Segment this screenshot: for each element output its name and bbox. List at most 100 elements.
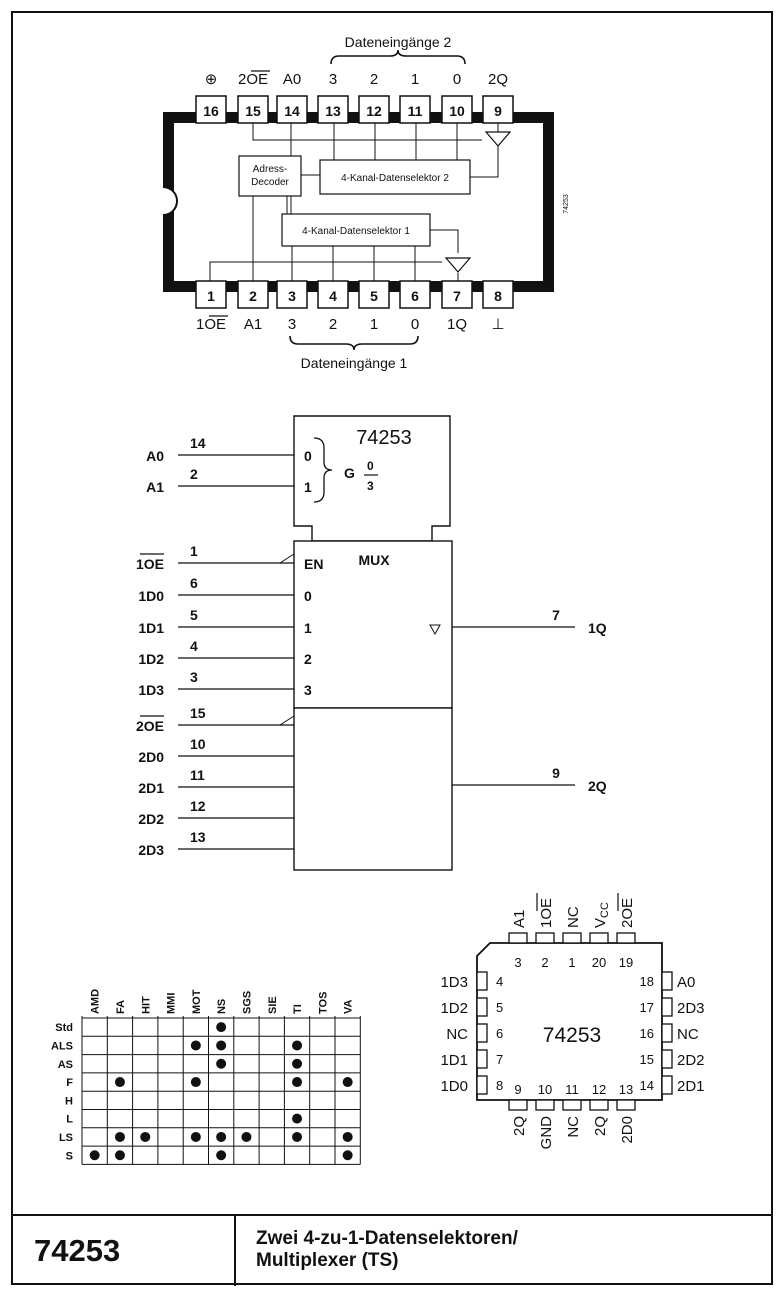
- decoder-label-line1: Adress-: [253, 164, 287, 175]
- plcc-pin: [616, 1099, 636, 1111]
- dip-pin-number: 9: [494, 103, 502, 119]
- input-index: 0: [304, 448, 312, 464]
- plcc-pin-number: 1: [568, 955, 575, 970]
- plcc-pin: [616, 932, 636, 944]
- input-name-2d0: 2D0: [138, 749, 164, 765]
- plcc-pin: [508, 1099, 528, 1111]
- manufacturer-ns: NS: [216, 999, 228, 1014]
- input-name-2d2: 2D2: [138, 811, 164, 827]
- output-pin-number: 9: [552, 765, 560, 781]
- plcc-pin: [476, 1049, 488, 1069]
- top-group-label: Dateneingänge 2: [345, 34, 452, 50]
- availability-dot: [292, 1077, 303, 1088]
- dip-pin-8: [482, 280, 514, 309]
- manufacturer-mot: MOT: [191, 989, 203, 1014]
- dip-pin-label: 1: [370, 316, 378, 333]
- dip-pin-number: 12: [366, 103, 382, 119]
- bottom-group-brace: [289, 335, 419, 351]
- availability-dot: [89, 1150, 100, 1161]
- dip-pin-number: 15: [245, 103, 261, 119]
- dip-pin-number: 1: [207, 288, 215, 304]
- footer-bar: 74253 Zwei 4-zu-1-Datenselektoren/ Multi…: [12, 1214, 772, 1286]
- dip-pin-label: ⊕: [205, 71, 218, 88]
- plcc-pin: [476, 997, 488, 1017]
- input-index: 0: [304, 588, 312, 604]
- plcc-top-pin-label: NC: [565, 906, 582, 928]
- dip-pin-number: 5: [370, 288, 378, 304]
- plcc-top-pin-label: 2OE: [619, 898, 636, 928]
- input-pin-number: 2: [190, 466, 198, 482]
- logic-symbol: 74253 G 0 3 MUX A0140A1211OE1EN1D0601D15…: [136, 415, 607, 871]
- availability-dot: [190, 1040, 201, 1051]
- plcc-pin-number: 8: [496, 1078, 503, 1093]
- dip-pin-number: 7: [453, 288, 461, 304]
- plcc-pin: [661, 1049, 673, 1069]
- dip-pin-13: [317, 95, 349, 124]
- plcc-pin-number: 10: [538, 1082, 552, 1097]
- plcc-right-pin-label: 2D1: [677, 1078, 705, 1095]
- dip-pin-number: 8: [494, 288, 502, 304]
- availability-dot: [216, 1131, 227, 1142]
- g-fraction-top: 0: [367, 459, 374, 473]
- availability-dot: [342, 1150, 353, 1161]
- plcc-pin: [562, 932, 582, 944]
- dip-pin-label: 2OE: [238, 71, 268, 88]
- input-name-1d3: 1D3: [138, 682, 164, 698]
- input-name-1d1: 1D1: [138, 620, 164, 636]
- availability-dot: [216, 1150, 227, 1161]
- dip-pin-number: 4: [329, 288, 337, 304]
- availability-dot: [216, 1022, 227, 1033]
- plcc-pin: [589, 932, 609, 944]
- dip-pin-10: [441, 95, 473, 124]
- dip-pin-5: [358, 280, 390, 309]
- decoder-label-line2: Decoder: [251, 177, 289, 188]
- input-index: EN: [304, 556, 323, 572]
- family-as: AS: [58, 1059, 73, 1071]
- plcc-pin-number: 9: [514, 1082, 521, 1097]
- plcc-pin-number: 19: [619, 955, 633, 970]
- dip-pin-16: [195, 95, 227, 124]
- dip-pin-4: [317, 280, 349, 309]
- dip-pin-number: 10: [449, 103, 465, 119]
- dip-pin-label: A0: [283, 71, 301, 88]
- plcc-pin: [661, 997, 673, 1017]
- dip-pin-label: 0: [411, 316, 419, 333]
- dip-pin-9: [482, 95, 514, 124]
- dip-pin-number: 11: [408, 103, 423, 119]
- dip-pin-label: 2: [329, 316, 337, 333]
- plcc-left-pin-label: 1D0: [440, 1078, 468, 1095]
- plcc-pin-number: 15: [640, 1052, 654, 1067]
- output-buffer-1: [444, 257, 472, 273]
- output-name-2q: 2Q: [588, 778, 607, 794]
- plcc-pin: [661, 1075, 673, 1095]
- family-std: Std: [55, 1022, 73, 1034]
- dip-pin-number: 6: [411, 288, 419, 304]
- plcc-pin: [661, 971, 673, 991]
- chip-id-vertical: 74253: [563, 194, 570, 214]
- input-pin-number: 14: [190, 435, 206, 451]
- plcc-pin: [661, 1023, 673, 1043]
- manufacturer-amd: AMD: [90, 989, 102, 1014]
- plcc-left-pin-label: 1D2: [440, 1000, 468, 1017]
- logic-symbol-signals: A0140A1211OE1EN1D0601D1511D2421D3332OE15…: [136, 435, 607, 858]
- plcc-bottom-pin-label: GND: [538, 1116, 555, 1150]
- footer-title-line1: Zwei 4-zu-1-Datenselektoren/: [256, 1228, 518, 1249]
- dip-pin-label: ⊥: [491, 316, 504, 333]
- availability-dot: [292, 1058, 303, 1069]
- plcc-pin: [508, 932, 528, 944]
- dip-pin-number: 13: [325, 103, 341, 119]
- family-s: S: [66, 1150, 73, 1162]
- enable-indicator: [278, 715, 295, 726]
- plcc-top-pin-label: A1: [511, 910, 528, 928]
- manufacturer-va: VA: [343, 999, 355, 1014]
- dip-pin-label: 3: [329, 71, 337, 88]
- input-pin-number: 4: [190, 638, 198, 654]
- input-name-1oe: 1OE: [136, 556, 164, 572]
- plcc-right-pin-label: 2D3: [677, 1000, 705, 1017]
- plcc-pin-number: 16: [640, 1026, 654, 1041]
- input-index: 2: [304, 651, 312, 667]
- input-pin-number: 11: [190, 767, 205, 783]
